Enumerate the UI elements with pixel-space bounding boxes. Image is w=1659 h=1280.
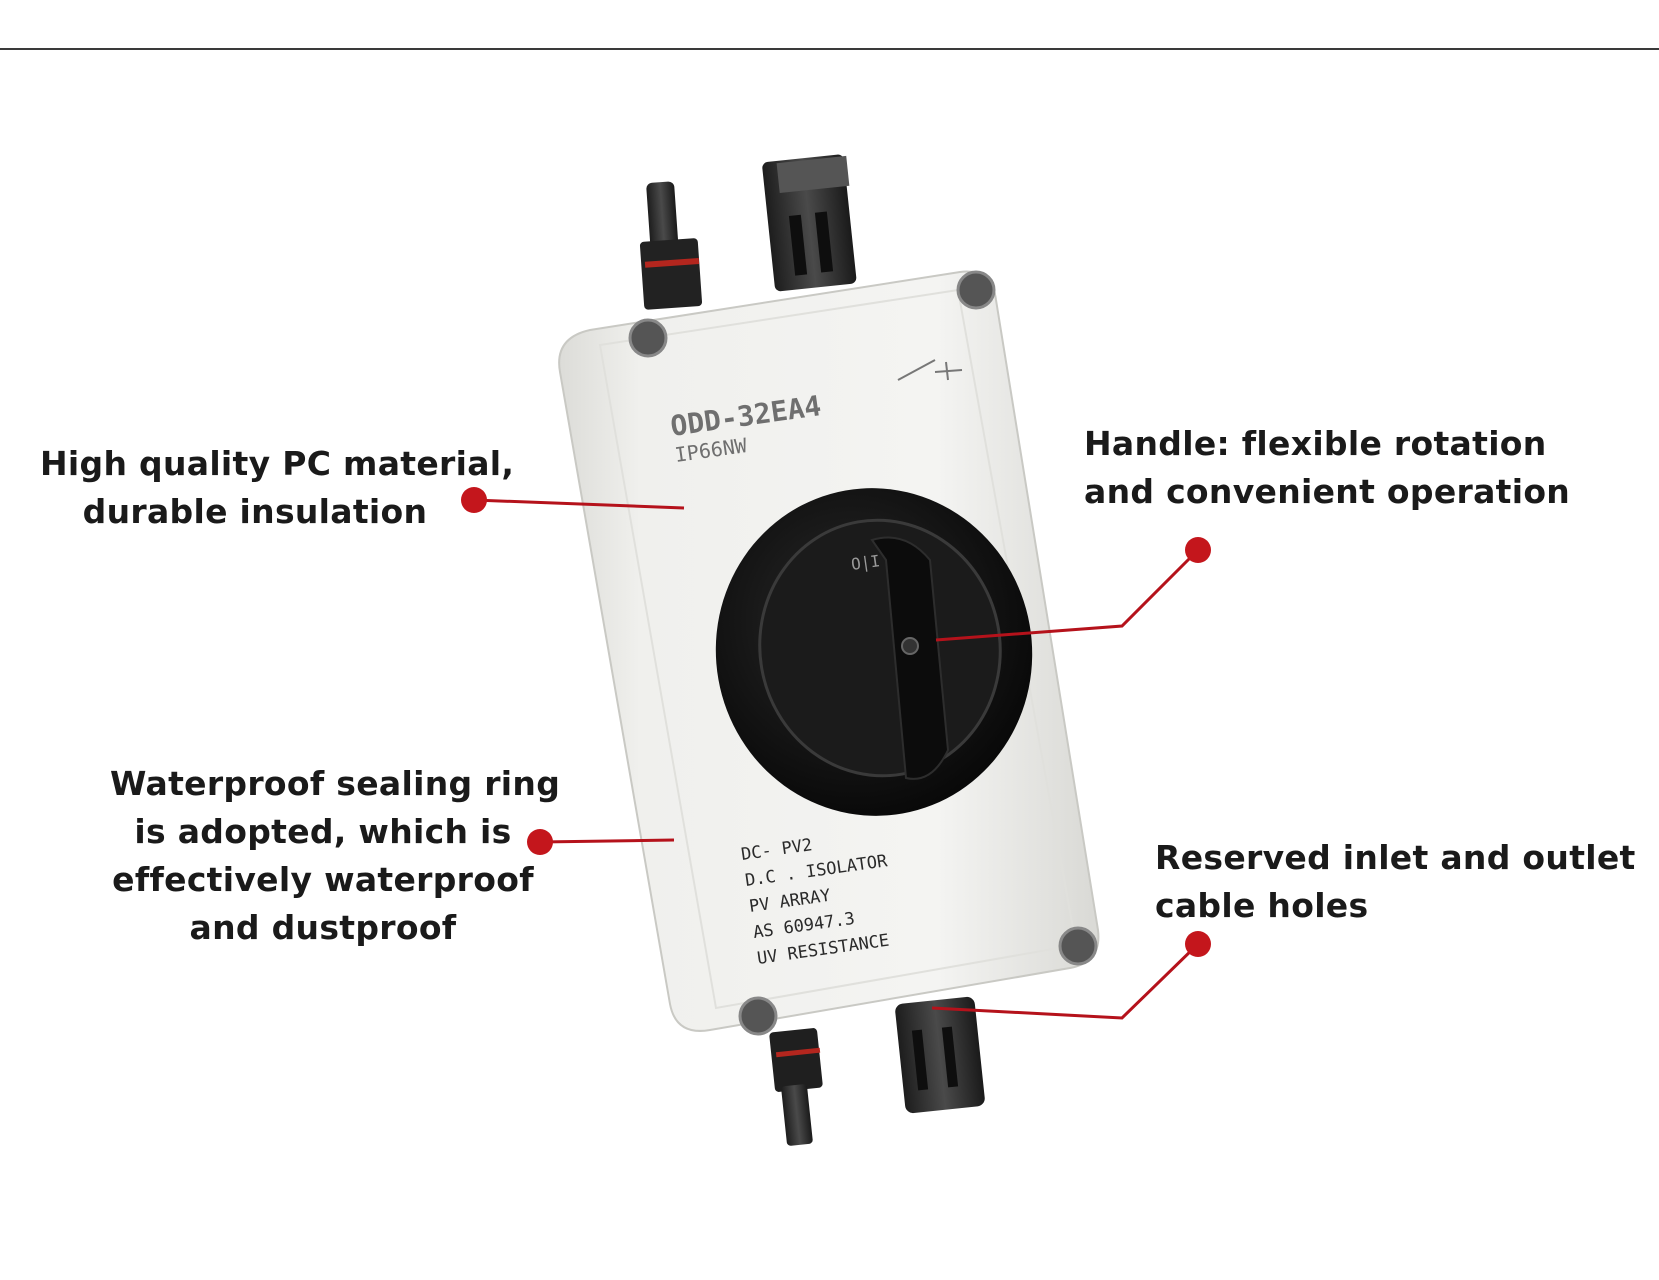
top-right-connector <box>762 154 857 292</box>
bottom-right-connector <box>895 996 985 1114</box>
callout-holes: Reserved inlet and outlet cable holes <box>1155 834 1636 930</box>
screw-top-right <box>956 270 996 310</box>
handle-pivot-icon <box>901 637 919 655</box>
callout-holes-line-1: Reserved inlet and outlet <box>1155 838 1636 877</box>
callout-seal-line-2: is adopted, which is <box>134 812 512 851</box>
top-left-connector <box>639 181 703 310</box>
callout-seal-line-1: Waterproof sealing ring <box>110 764 561 803</box>
top-divider-line <box>0 48 1659 50</box>
screw-top-left <box>628 318 668 358</box>
bottom-left-connector <box>769 1028 823 1146</box>
callout-seal: Waterproof sealing ring is adopted, whic… <box>110 760 561 952</box>
screw-bottom-right <box>1058 926 1098 966</box>
switch-symbol-icon <box>897 359 963 381</box>
screw-bottom-left <box>738 996 778 1036</box>
callout-material-line-1: High quality PC material, <box>40 444 515 483</box>
callout-seal-line-4: and dustproof <box>189 908 457 947</box>
callout-material: High quality PC material, durable insula… <box>40 440 515 536</box>
callout-seal-line-3: effectively waterproof <box>112 860 534 899</box>
callout-handle: Handle: flexible rotation and convenient… <box>1084 420 1570 516</box>
callout-handle-line-1: Handle: flexible rotation <box>1084 424 1547 463</box>
callout-holes-line-2: cable holes <box>1155 886 1369 925</box>
callout-material-line-2: durable insulation <box>82 492 428 531</box>
callout-handle-line-2: and convenient operation <box>1084 472 1571 511</box>
dial-position-mark: O|I <box>850 551 881 574</box>
